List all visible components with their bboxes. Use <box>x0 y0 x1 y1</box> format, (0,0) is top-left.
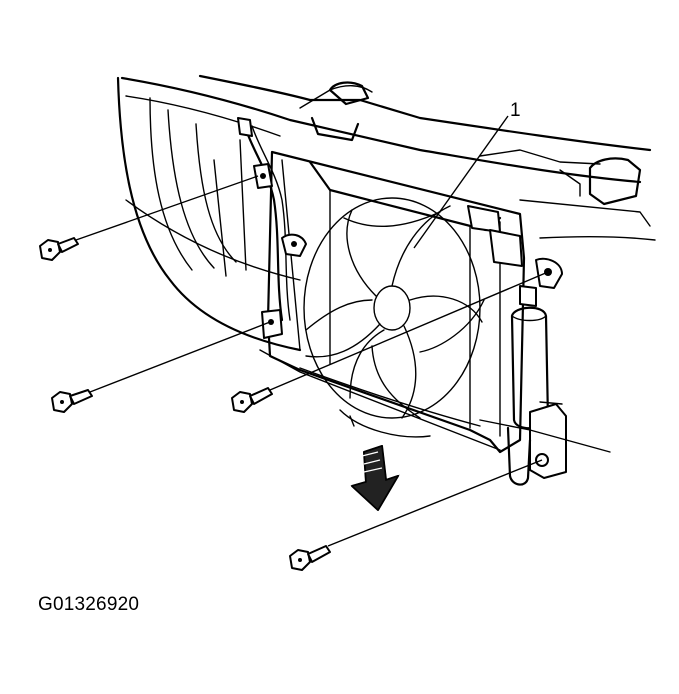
figure-id: G01326920 <box>38 594 140 615</box>
bolt-bottom <box>289 545 331 571</box>
shroud-brackets <box>253 163 563 339</box>
radiator-support-panel <box>120 74 656 241</box>
bolt-lower-left <box>51 389 93 413</box>
cooling-fan <box>303 197 485 419</box>
fan-motor <box>339 409 431 438</box>
bolt-center <box>231 387 273 413</box>
wiring-harness <box>237 117 307 322</box>
removal-direction-arrow <box>350 444 400 512</box>
body-left-side <box>116 76 302 352</box>
fan-shroud <box>259 150 526 454</box>
bolt-leader-lines <box>75 175 549 547</box>
callout-1: 1 <box>413 100 521 249</box>
callout-label: 1 <box>510 100 521 121</box>
bolt-upper-left <box>39 237 79 261</box>
